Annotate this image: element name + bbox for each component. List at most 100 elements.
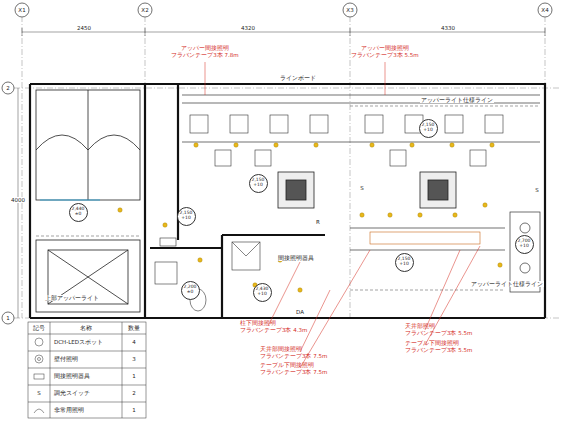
part-name: ラインボード bbox=[279, 75, 317, 81]
chair bbox=[215, 150, 231, 166]
wall bbox=[30, 84, 545, 318]
ceiling-height-tag: 2,430+10 bbox=[253, 283, 272, 302]
light-point bbox=[298, 288, 302, 292]
room-fixture bbox=[155, 238, 260, 311]
light-point bbox=[370, 143, 374, 147]
grid-bubble bbox=[538, 3, 552, 17]
light-point bbox=[118, 143, 502, 292]
stair-elevator bbox=[36, 90, 140, 312]
part-name: DA bbox=[296, 309, 304, 315]
light-point bbox=[234, 143, 238, 147]
counter bbox=[520, 223, 530, 233]
lighting-note: テーブル下間接照明 bbox=[260, 362, 314, 368]
grid-line bbox=[22, 16, 23, 318]
dimension-line bbox=[22, 32, 545, 33]
ceiling-height: +10 bbox=[253, 183, 263, 188]
light-point bbox=[483, 203, 487, 207]
dimension: 4000 bbox=[10, 197, 26, 203]
stair-elevator bbox=[36, 240, 140, 312]
upper-light-line bbox=[36, 106, 540, 290]
ceiling-height-tag: 2,440±0 bbox=[69, 203, 88, 222]
grid-line bbox=[14, 16, 560, 318]
table-cell: 調光スイッチ bbox=[54, 390, 90, 396]
indirect-light-ladder bbox=[370, 232, 480, 244]
upper-light-line bbox=[350, 290, 505, 291]
grid-label: X2 bbox=[141, 7, 148, 13]
chair bbox=[190, 115, 208, 133]
stair-elevator bbox=[40, 199, 100, 200]
wall bbox=[150, 247, 222, 249]
dimension: 4320 bbox=[240, 25, 256, 31]
legend-table bbox=[35, 355, 43, 363]
wall bbox=[222, 234, 325, 236]
counter bbox=[182, 95, 540, 292]
light-point bbox=[450, 143, 454, 147]
ceiling-height-tag: 2,700+10 bbox=[515, 235, 534, 254]
dimension-line bbox=[22, 28, 23, 36]
light-point bbox=[388, 213, 392, 217]
grid-bubble bbox=[138, 3, 152, 17]
leader-line bbox=[205, 62, 480, 368]
grid-line bbox=[14, 318, 560, 319]
ceiling-height-tag: 2,150+10 bbox=[395, 253, 414, 272]
legend-table bbox=[122, 322, 123, 418]
table-cell: S bbox=[37, 390, 41, 396]
wall bbox=[29, 84, 31, 318]
air-conditioner bbox=[420, 172, 456, 208]
ceiling-height-tag: 2,150+10 bbox=[177, 207, 196, 226]
table-cell: 記号 bbox=[33, 325, 45, 331]
ceiling-height-tag: 2,150+10 bbox=[249, 174, 268, 193]
ceiling-height: +10 bbox=[181, 216, 191, 221]
ceiling-height: +10 bbox=[423, 128, 433, 133]
counter bbox=[520, 263, 530, 273]
table-cell: 数量 bbox=[128, 325, 140, 331]
legend-table bbox=[28, 334, 146, 335]
legend-table bbox=[28, 322, 146, 418]
legend-table bbox=[50, 322, 51, 418]
ceiling-height: +10 bbox=[399, 262, 409, 267]
counter bbox=[182, 95, 540, 96]
grid-bubble bbox=[2, 312, 14, 324]
grid-label: 1 bbox=[6, 315, 10, 321]
table-cell: 4 bbox=[132, 339, 136, 345]
air-conditioner bbox=[428, 180, 448, 200]
wall bbox=[30, 317, 545, 319]
legend-table bbox=[28, 322, 146, 418]
lighting-note: テーブル下間接照明 bbox=[405, 340, 459, 346]
chair bbox=[230, 115, 248, 133]
lighting-note: フラバンテープ3本 7.5m bbox=[260, 353, 327, 359]
table-cell: 壁付照明 bbox=[54, 356, 78, 362]
table-cell: 間接照明器具 bbox=[54, 373, 90, 379]
chair bbox=[310, 115, 328, 133]
upper-light-line bbox=[350, 106, 540, 107]
room-fixture bbox=[160, 238, 176, 246]
leader-line bbox=[385, 62, 386, 95]
wall bbox=[221, 235, 223, 318]
grid-label: X1 bbox=[18, 7, 25, 13]
part-name: アッパーライト仕様ライン bbox=[470, 281, 544, 287]
ceiling-height-tag: 2,200±0 bbox=[181, 281, 200, 300]
light-point bbox=[453, 213, 457, 217]
chair bbox=[445, 115, 463, 133]
table-cell: 2 bbox=[132, 390, 136, 396]
dimension: 2450 bbox=[76, 25, 92, 31]
air-conditioner bbox=[286, 180, 306, 200]
switch-symbol: S bbox=[535, 187, 539, 193]
light-point bbox=[360, 213, 364, 217]
dimension-line bbox=[545, 28, 546, 36]
lighting-note: アッパー間接照明 bbox=[361, 45, 409, 51]
chair bbox=[365, 115, 383, 133]
table-cell: DCH-LEDスポット bbox=[54, 339, 103, 345]
table-cell: 名称 bbox=[80, 325, 92, 331]
grid-line bbox=[145, 16, 146, 318]
lighting-note: フラバンテープ3本 5.5m bbox=[351, 52, 418, 58]
stair-elevator bbox=[36, 90, 140, 200]
lighting-note: フラバンテープ3本 5.5m bbox=[405, 347, 472, 353]
grid-bubble bbox=[2, 82, 14, 94]
stair-elevator bbox=[36, 135, 140, 150]
legend-table bbox=[28, 385, 146, 386]
chair bbox=[470, 150, 486, 166]
legend-table bbox=[28, 351, 146, 352]
lighting-note: フラバンテープ3本 7.8m bbox=[171, 52, 238, 58]
wall bbox=[30, 84, 545, 318]
